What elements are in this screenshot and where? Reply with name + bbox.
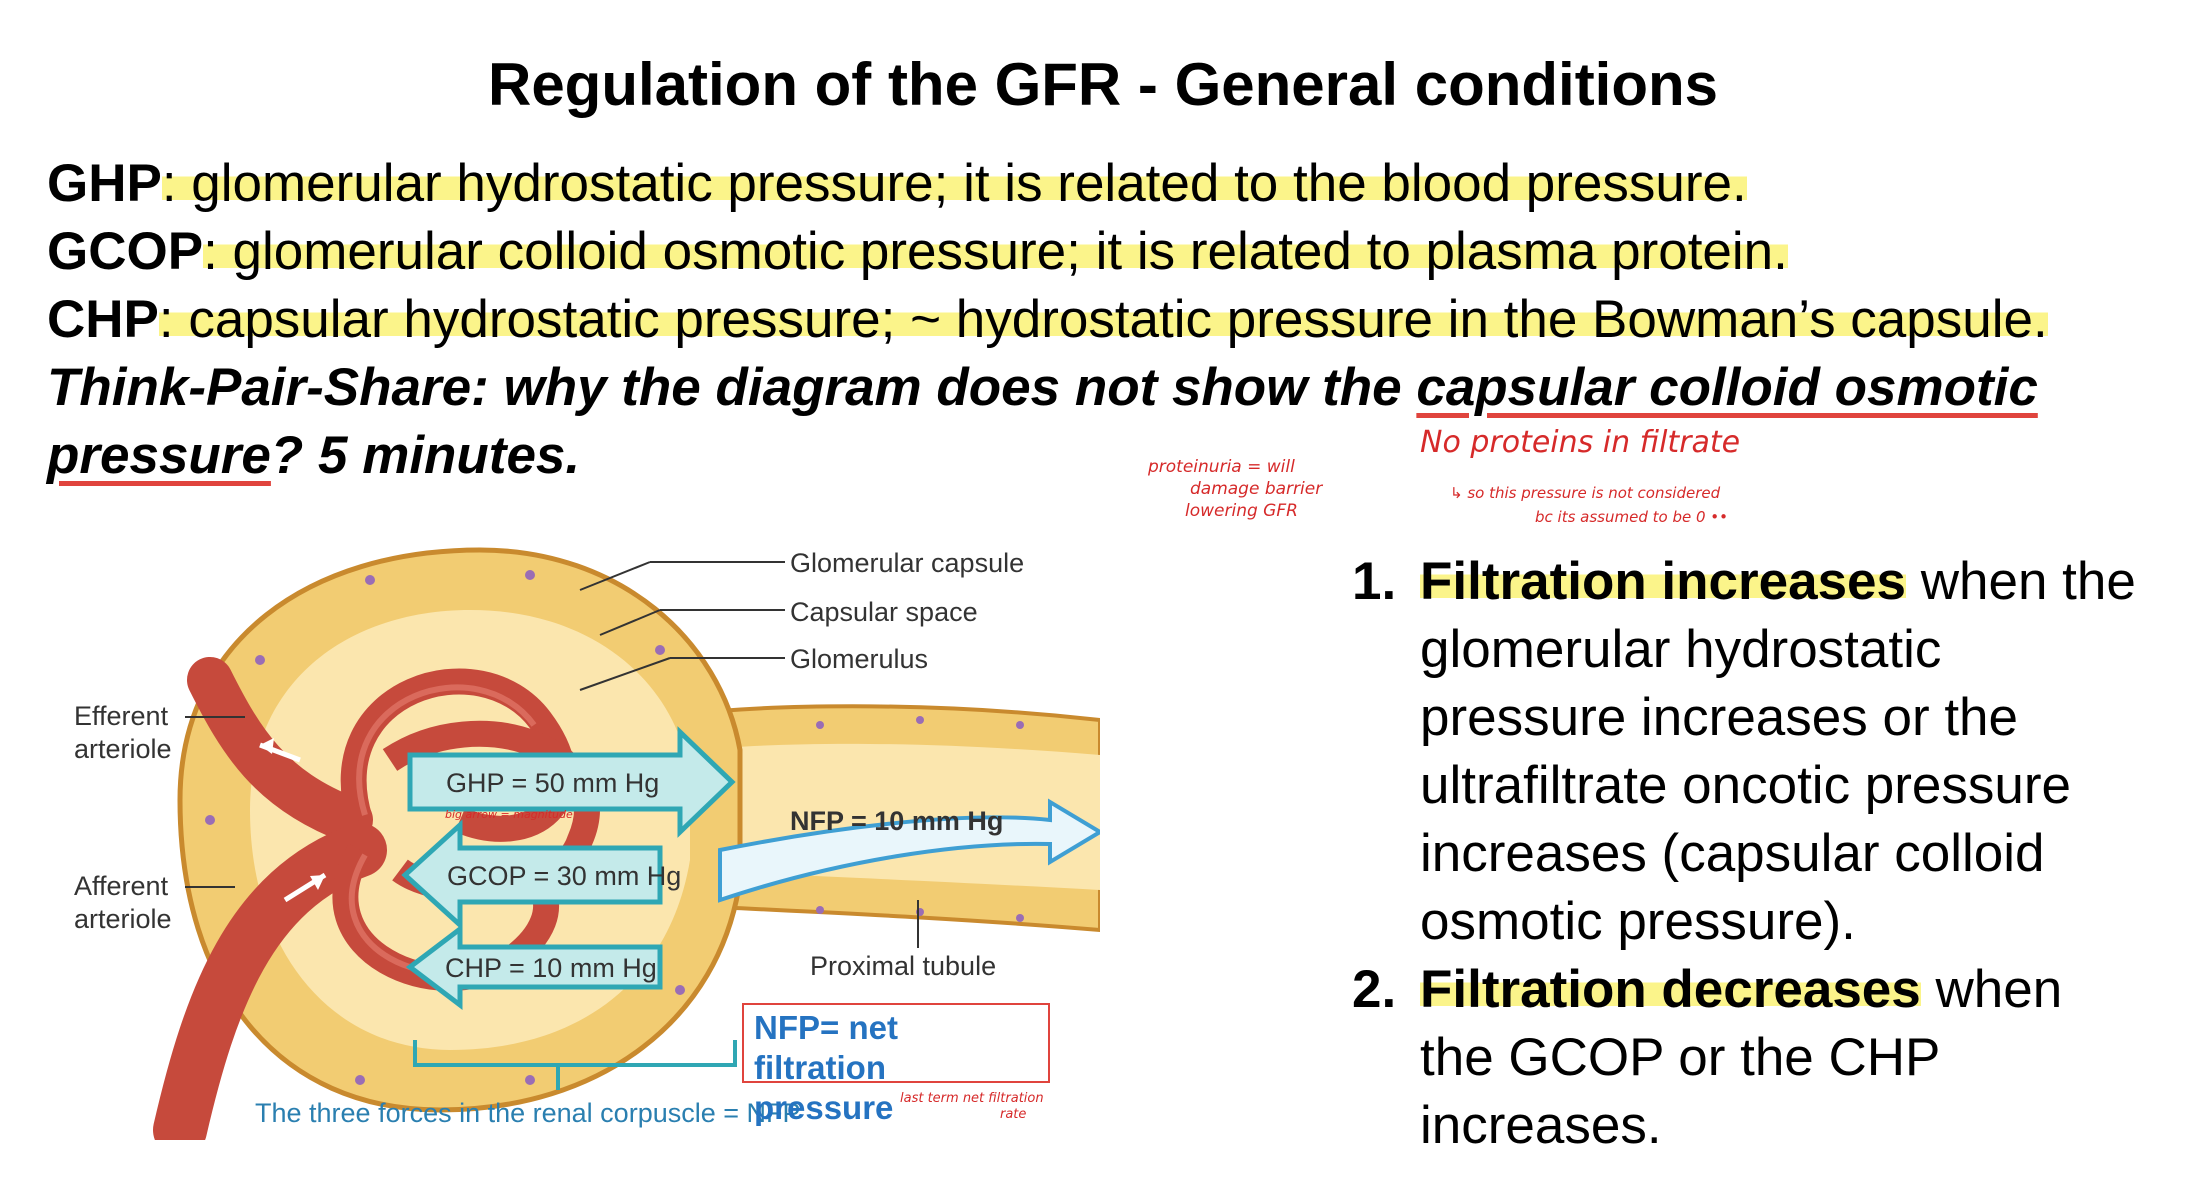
label-efferent-1: Efferent — [74, 701, 169, 731]
chp-arrow — [405, 923, 663, 1011]
label-afferent-2: arteriole — [74, 904, 172, 934]
tps-underlined-2: pressure — [47, 426, 271, 485]
gcop-label: GCOP = 30 mm Hg — [447, 861, 681, 891]
ghp-label: GHP = 50 mm Hg — [446, 768, 659, 798]
list-item: 1. Filtration increases when the glomeru… — [1352, 548, 2140, 956]
list-bold: Filtration decreases — [1420, 960, 1921, 1019]
definition-ghp: GHP: glomerular hydrostatic pressure; it… — [47, 150, 2048, 218]
note-proteinuria-2: damage barrier — [1190, 479, 1323, 499]
diagram-caption: The three forces in the renal corpuscle … — [255, 1098, 801, 1128]
term-gcop: GCOP — [47, 222, 204, 281]
list-bold: Filtration increases — [1420, 552, 1907, 611]
label-efferent-2: arteriole — [74, 734, 172, 764]
label-proximal-tubule: Proximal tubule — [810, 951, 996, 981]
tps-underlined-1: capsular colloid osmotic — [1416, 358, 2038, 417]
definition-chp-text: : capsular hydrostatic pressure; ~ hydro… — [158, 290, 2048, 349]
definition-chp: CHP: capsular hydrostatic pressure; ~ hy… — [47, 286, 2048, 354]
ghp-arrow — [407, 726, 736, 838]
slide-title: Regulation of the GFR - General conditio… — [487, 51, 1719, 118]
list-item: 2. Filtration decreases when the GCOP or… — [1352, 956, 2140, 1160]
note-so-this: ↳ so this pressure is not considered — [1450, 484, 1721, 502]
note-proteinuria-1: proteinuria = will — [1148, 457, 1295, 477]
think-pair-share-line1: Think-Pair-Share: why the diagram does n… — [47, 354, 2048, 422]
nfp-definition-box: NFP= net filtration pressure — [742, 1003, 1050, 1126]
nfp-box-line2: pressure — [754, 1089, 894, 1126]
definition-ghp-text: : glomerular hydrostatic pressure; it is… — [161, 154, 1747, 213]
filtration-list: 1. Filtration increases when the glomeru… — [1352, 548, 2140, 1160]
nfp-label: NFP = 10 mm Hg — [790, 806, 1003, 836]
term-chp: CHP — [47, 290, 159, 349]
label-capsular-space: Capsular space — [790, 597, 978, 627]
nfp-arrow — [718, 798, 1100, 903]
label-glomerulus: Glomerulus — [790, 644, 928, 674]
list-number: 1. — [1352, 552, 1397, 611]
note-bc: bc its assumed to be 0 •• — [1535, 508, 1728, 526]
tps-lead: Think-Pair-Share: why the diagram does n… — [47, 358, 1417, 417]
nfp-box-line1: NFP= net filtration — [754, 1009, 898, 1086]
label-glomerular-capsule: Glomerular capsule — [790, 548, 1024, 578]
chp-label: CHP = 10 mm Hg — [445, 953, 657, 983]
note-big-arrow: big arrow = magnitude — [445, 808, 573, 821]
label-afferent-1: Afferent — [74, 871, 169, 901]
list-text: when the glomerular hydrostatic pressure… — [1420, 552, 2136, 951]
term-ghp: GHP — [47, 154, 162, 213]
definitions: GHP: glomerular hydrostatic pressure; it… — [47, 150, 2048, 490]
list-text: when the GCOP or the CHP increases. — [1420, 960, 2063, 1155]
gcop-arrow — [401, 819, 663, 931]
list-number: 2. — [1352, 960, 1397, 1019]
think-pair-share-line2: pressure? 5 minutes. — [47, 422, 2048, 490]
tps-tail: ? 5 minutes. — [270, 426, 581, 485]
note-nfp-term-2: rate — [1000, 1107, 1026, 1122]
renal-corpuscle-diagram: Glomerular capsule Capsular space Glomer… — [74, 547, 1100, 1140]
note-nfp-term: last term net filtration — [900, 1091, 1044, 1106]
definition-gcop-text: : glomerular colloid osmotic pressure; i… — [203, 222, 1788, 281]
note-proteinuria-3: lowering GFR — [1185, 501, 1298, 521]
definition-gcop: GCOP: glomerular colloid osmotic pressur… — [47, 218, 2048, 286]
note-no-protein: No proteins in filtrate — [1420, 425, 1741, 460]
